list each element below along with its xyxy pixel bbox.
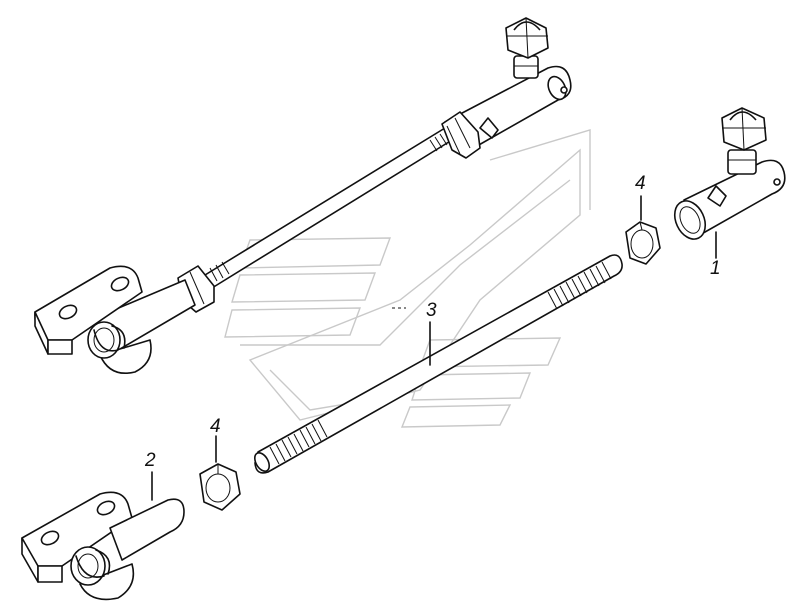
assembly-ball-pin-body: [513, 55, 539, 79]
part-2-clamp-ring: [70, 546, 106, 586]
part-1-tube-end: [673, 107, 786, 259]
assembled-tie-rod: [34, 17, 572, 374]
part-3-thread-right: [547, 261, 612, 310]
assembly-left-clamp-ring: [87, 321, 121, 359]
assembly-rod-shaft: [204, 127, 453, 289]
assembly-left-clamp-base: [99, 339, 152, 374]
assembly-rod-thread-right: [429, 133, 448, 152]
part-4-lower-hex-nut: [199, 435, 241, 511]
callout-label-1: 1: [710, 258, 721, 279]
callout-label-2: 2: [145, 450, 156, 471]
part-2-bracket: [21, 471, 185, 601]
callout-label-4-upper: 4: [635, 173, 646, 194]
callout-label-3: 3: [426, 300, 437, 321]
part-3-thread-left: [269, 419, 328, 465]
assembly-rod-thread-left: [209, 261, 230, 282]
part-2-clamp-base: [79, 563, 135, 601]
part-2-tube: [109, 498, 185, 561]
part-3-threaded-rod: [253, 254, 623, 474]
callout-label-4-lower: 4: [210, 416, 221, 437]
part-1-tube-opening: [673, 200, 707, 240]
part-1-tube-body: [683, 159, 786, 237]
part-4-upper-hex-nut: [625, 195, 661, 265]
assembly-right-locknut: [441, 111, 481, 159]
part-1-ball-pin-body: [727, 149, 757, 175]
